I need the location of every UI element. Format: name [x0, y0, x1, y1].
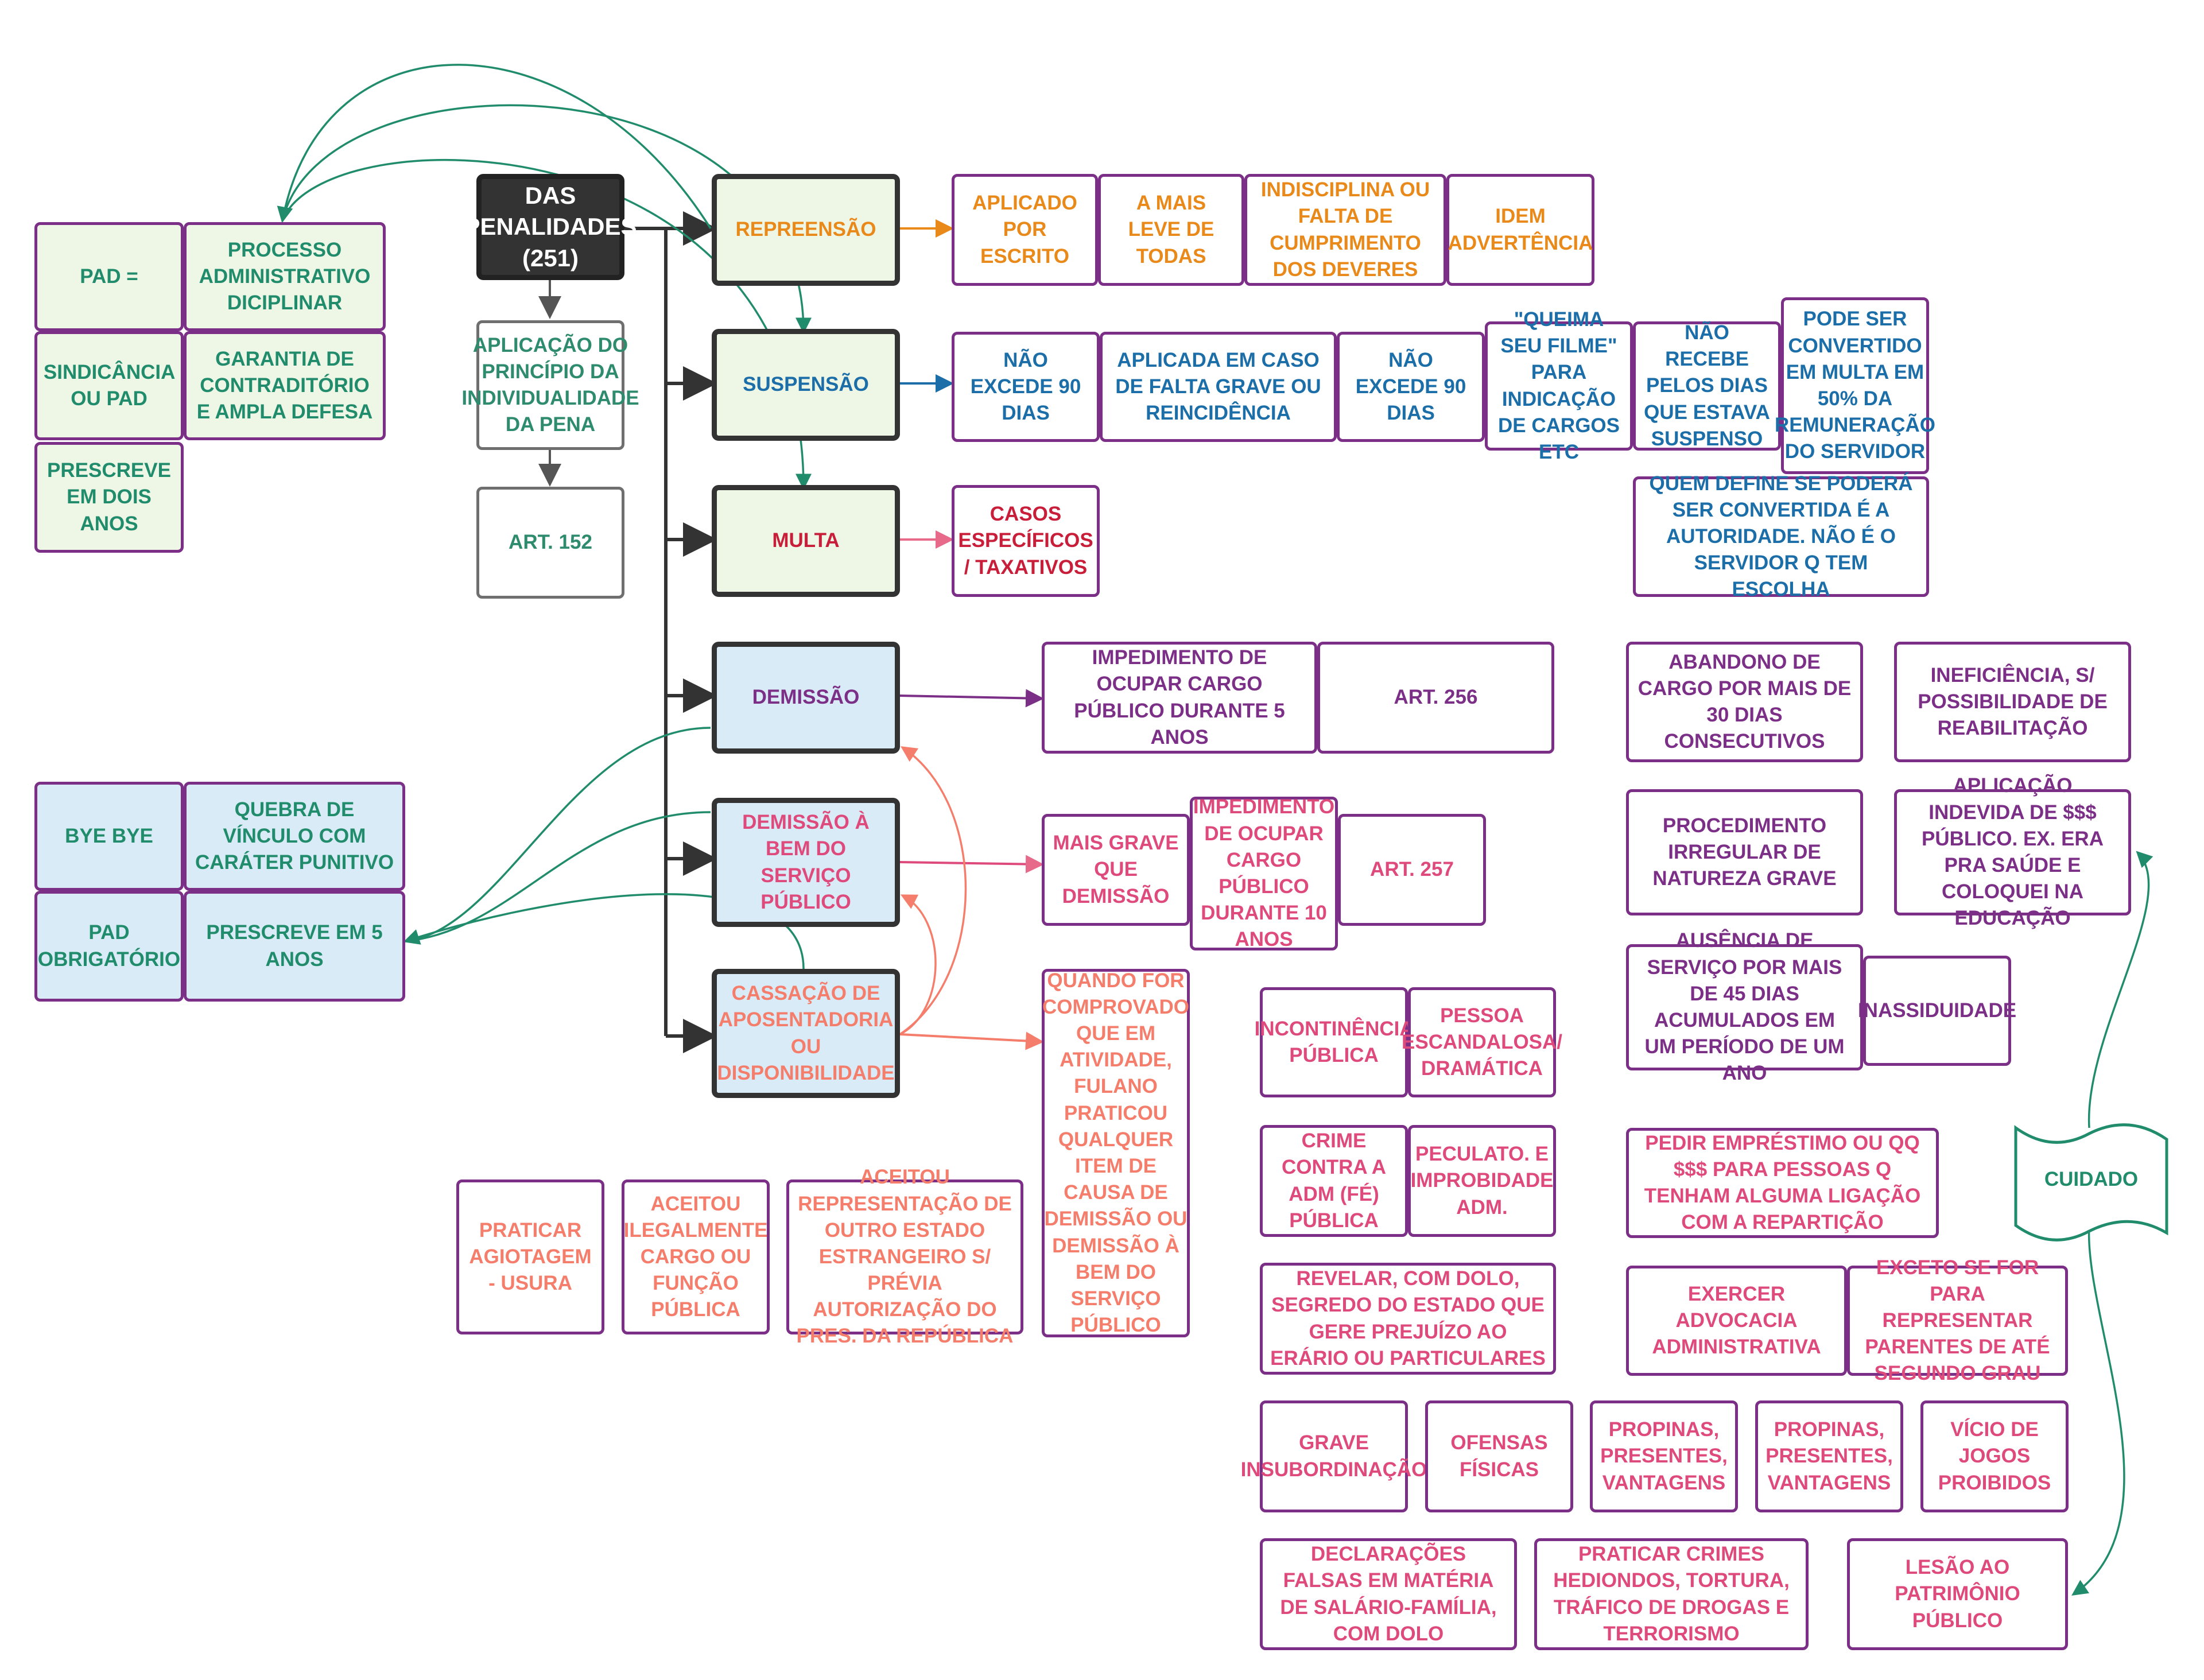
- demissao-cause-aplicacao[interactable]: APLICAÇÃO INDEVIDA DE $$$ PÚBLICO. EX. E…: [1894, 774, 2131, 929]
- demissao-cause-procedimento[interactable]: PROCEDIMENTO IRREGULAR DE NATUREZA GRAVE: [1626, 789, 1863, 915]
- demissao-bem-article[interactable]: ART. 257: [1338, 814, 1486, 926]
- demissao-cause-abandono[interactable]: ABANDONO DE CARGO POR MAIS DE 30 DIAS CO…: [1626, 642, 1863, 762]
- suspensao-note-6[interactable]: PODE SER CONVERTIDO EM MULTA EM 50% DA R…: [1775, 297, 1935, 474]
- penalty-suspensao[interactable]: SUSPENSÃO: [712, 329, 900, 441]
- suspensao-note-4[interactable]: "QUEIMA SEU FILME" PARA INDICAÇÃO DE CAR…: [1485, 308, 1633, 463]
- demissao-cause-advocacia[interactable]: EXERCER ADVOCACIA ADMINISTRATIVA: [1626, 1266, 1847, 1376]
- bem-cause-hediondos[interactable]: PRATICAR CRIMES HEDIONDOS, TORTURA, TRÁF…: [1534, 1538, 1809, 1650]
- multa-note[interactable]: CASOS ESPECÍFICOS / TAXATIVOS: [952, 485, 1100, 597]
- demissao-impediment[interactable]: IMPEDIMENTO DE OCUPAR CARGO PÚBLICO DURA…: [1042, 642, 1317, 754]
- severe-prescription[interactable]: PRESCREVE EM 5 ANOS: [184, 891, 405, 1002]
- repreensao-note-2[interactable]: A MAIS LEVE DE TODAS: [1098, 174, 1244, 286]
- demissao-cause-excecao[interactable]: EXCETO SE FOR PARA REPRESENTAR PARENTES …: [1847, 1256, 2068, 1384]
- demissao-severe-link: [405, 727, 711, 942]
- pad-procedure[interactable]: SINDICÂNCIA OU PAD: [34, 331, 184, 440]
- cuidado-lesao-link: [2071, 1225, 2125, 1596]
- bem-cause-propinas-1[interactable]: PROPINAS, PRESENTES, VANTAGENS: [1590, 1400, 1738, 1512]
- bem-cause-jogos[interactable]: VÍCIO DE JOGOS PROIBIDOS: [1920, 1400, 2069, 1512]
- bem-cause-declaracoes[interactable]: DECLARAÇÕES FALSAS EM MATÉRIA DE SALÁRIO…: [1260, 1538, 1517, 1650]
- penalty-repreensao[interactable]: REPREENSÃO: [712, 174, 900, 286]
- cuidado-aplicacao-link: [2087, 851, 2153, 1128]
- demissao-cause-inassiduidade[interactable]: INASSIDUIDADE: [1858, 956, 2016, 1066]
- suspensao-note-2[interactable]: APLICADA EM CASO DE FALTA GRAVE OU REINC…: [1100, 332, 1337, 442]
- pad-definition[interactable]: PROCESSO ADMINISTRATIVO DICIPLINAR: [184, 222, 386, 331]
- cassacao-to-demissao-curve: [899, 746, 967, 1035]
- cassacao-note[interactable]: QUANDO FOR COMPROVADO QUE EM ATIVIDADE, …: [1042, 969, 1190, 1337]
- penalty-demissao[interactable]: DEMISSÃO: [712, 642, 900, 754]
- bem-cause-ofensas[interactable]: OFENSAS FÍSICAS: [1425, 1400, 1573, 1512]
- pad-guarantee[interactable]: GARANTIA DE CONTRADITÓRIO E AMPLA DEFESA: [184, 331, 386, 440]
- bem-cause-escandalosa[interactable]: PESSOA ESCANDALOSA/ DRAMÁTICA: [1402, 987, 1562, 1097]
- demissao-cause-emprestimo[interactable]: PEDIR EMPRÉSTIMO OU QQ $$$ PARA PESSOAS …: [1626, 1128, 1939, 1238]
- demissao-cause-lesao[interactable]: LESÃO AO PATRIMÔNIO PÚBLICO: [1847, 1538, 2068, 1650]
- repreensao-pad-link: [277, 64, 712, 229]
- pad-prescription[interactable]: PRESCREVE EM DOIS ANOS: [34, 442, 184, 553]
- cassacao-cause-representacao[interactable]: ACEITOU REPRESENTAÇÃO DE OUTRO ESTADO ES…: [786, 1166, 1023, 1347]
- trunk-edge: [624, 227, 668, 1036]
- severe-label[interactable]: BYE BYE: [34, 782, 184, 891]
- root-node[interactable]: DAS PENALIDADES (251): [464, 174, 637, 280]
- pad-label[interactable]: PAD =: [34, 222, 184, 331]
- bem-cause-peculato[interactable]: PECULATO. E IMPROBIDADE ADM.: [1408, 1125, 1556, 1237]
- bem-cause-incontinencia[interactable]: INCONTINÊNCIA PÚBLICA: [1255, 987, 1414, 1097]
- demissao-article[interactable]: ART. 256: [1317, 642, 1554, 754]
- cassacao-notes-edge: [899, 1031, 1044, 1050]
- bem-cause-crime[interactable]: CRIME CONTRA A ADM (FÉ) PÚBLICA: [1260, 1125, 1408, 1237]
- demissao-bem-impediment[interactable]: IMPEDIMENTO DE OCUPAR CARGO PÚBLICO DURA…: [1190, 796, 1338, 950]
- cassacao-to-demissao-bem-curve: [899, 894, 937, 1035]
- demissao-bem-severe-link: [405, 811, 711, 942]
- severe-meaning[interactable]: QUEBRA DE VÍNCULO COM CARÁTER PUNITIVO: [184, 782, 405, 891]
- repreensao-note-1[interactable]: APLICADO POR ESCRITO: [952, 174, 1098, 286]
- suspensao-note-1[interactable]: NÃO EXCEDE 90 DIAS: [952, 332, 1100, 442]
- repreensao-note-3[interactable]: INDISCIPLINA OU FALTA DE CUMPRIMENTO DOS…: [1244, 174, 1446, 286]
- demissao-notes-edge: [899, 689, 1044, 708]
- demissao-bem-notes-edge: [899, 855, 1044, 874]
- penalty-cassacao[interactable]: CASSAÇÃO DE APOSENTADORIA OU DISPONIBILI…: [712, 969, 900, 1098]
- suspensao-note-3[interactable]: NÃO EXCEDE 90 DIAS: [1337, 332, 1485, 442]
- principle-node[interactable]: APLICAÇÃO DO PRINCÍPIO DA INDIVIDUALIDAD…: [461, 320, 639, 450]
- demissao-bem-note[interactable]: MAIS GRAVE QUE DEMISSÃO: [1042, 814, 1190, 926]
- repreensao-note-4[interactable]: IDEM ADVERTÊNCIA: [1446, 174, 1594, 286]
- cassacao-cause-ilegal[interactable]: ACEITOU ILEGALMENTE CARGO OU FUNÇÃO PÚBL…: [622, 1180, 770, 1334]
- demissao-cause-ausencia[interactable]: AUSÊNCIA DE SERVIÇO POR MAIS DE 45 DIAS …: [1626, 929, 1863, 1084]
- penalty-multa[interactable]: MULTA: [712, 485, 900, 597]
- cuidado-banner-shape: [2014, 1123, 2168, 1241]
- principle-article-node[interactable]: ART. 152: [476, 487, 624, 599]
- suspensao-note-5[interactable]: NÃO RECEBE PELOS DIAS QUE ESTAVA SUSPENS…: [1633, 321, 1781, 451]
- bem-cause-insubordinacao[interactable]: GRAVE INSUBORDINAÇÃO: [1241, 1400, 1427, 1512]
- severe-pad-required[interactable]: PAD OBRIGATÓRIO: [34, 891, 184, 1002]
- suspensao-authority[interactable]: QUEM DEFINE SE PODERÁ SER CONVERTIDA É A…: [1633, 472, 1929, 600]
- bem-cause-propinas-2[interactable]: PROPINAS, PRESENTES, VANTAGENS: [1755, 1400, 1903, 1512]
- bem-cause-segredo[interactable]: REVELAR, COM DOLO, SEGREDO DO ESTADO QUE…: [1260, 1263, 1556, 1375]
- penalty-demissao-bem[interactable]: DEMISSÃO À BEM DO SERVIÇO PÚBLICO: [712, 798, 900, 927]
- cuidado-label[interactable]: CUIDADO: [2044, 1168, 2139, 1190]
- cassacao-severe-link: [403, 893, 805, 969]
- cassacao-cause-agiotagem[interactable]: PRATICAR AGIOTAGEM - USURA: [456, 1180, 604, 1334]
- demissao-cause-ineficiencia[interactable]: INEFICIÊNCIA, S/ POSSIBILIDADE DE REABIL…: [1894, 642, 2131, 762]
